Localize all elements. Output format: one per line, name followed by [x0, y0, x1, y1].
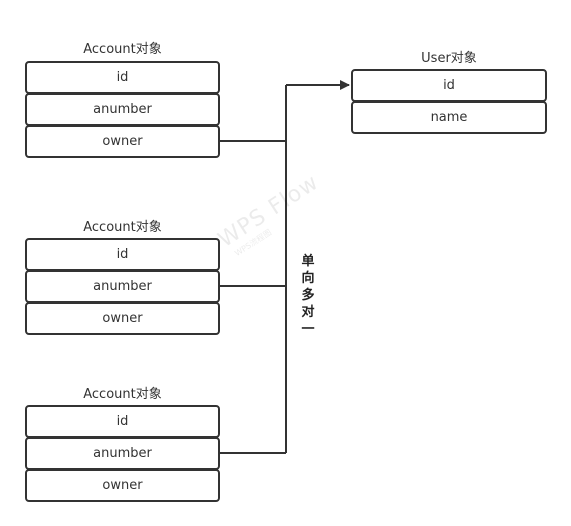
account-entity-1-title: Account对象 [83, 42, 162, 57]
account-2-field-id: id [25, 238, 220, 271]
user-entity-title: User对象 [421, 51, 477, 66]
user-field-name: name [351, 101, 547, 134]
account-2-field-anumber: anumber [25, 270, 220, 303]
account-entity-2-title: Account对象 [83, 220, 162, 235]
account-1-field-anumber: anumber [25, 93, 220, 126]
account-2-field-owner: owner [25, 302, 220, 335]
account-1-field-owner: owner [25, 125, 220, 158]
relation-label: 单向多对一 [300, 253, 316, 338]
account-3-field-anumber: anumber [25, 437, 220, 470]
relation-label-text: 单向多对一 [301, 254, 315, 337]
user-field-id: id [351, 69, 547, 102]
account-3-field-id: id [25, 405, 220, 438]
account-3-field-owner: owner [25, 469, 220, 502]
account-1-field-id: id [25, 61, 220, 94]
account-entity-3-title: Account对象 [83, 387, 162, 402]
